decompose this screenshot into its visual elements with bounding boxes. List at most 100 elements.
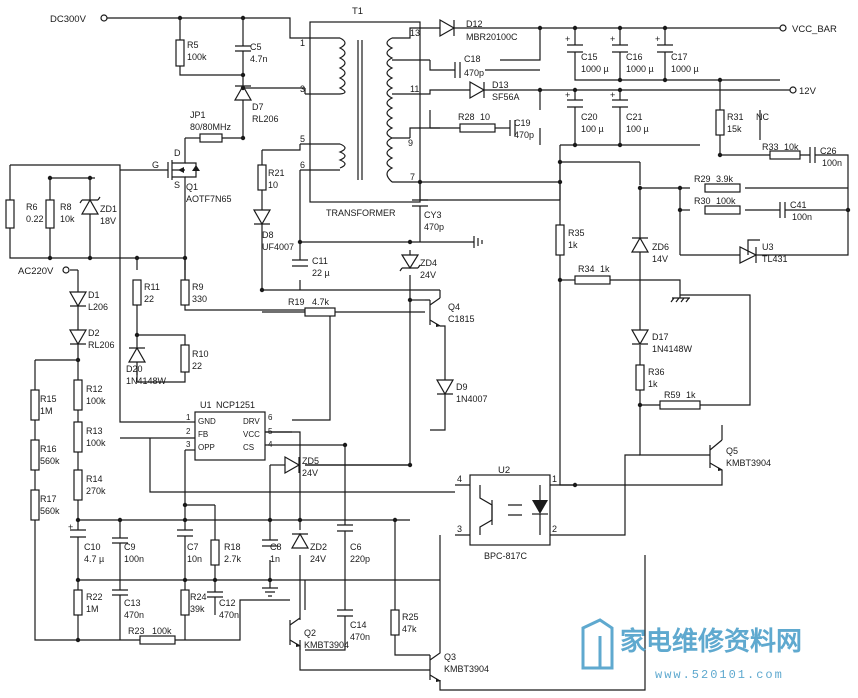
c26-body [809, 147, 830, 163]
r21-ref: R21 [268, 168, 285, 178]
c15-plus: + [565, 34, 570, 44]
u1-ref: U1 [200, 400, 212, 410]
r34-val: 1k [600, 264, 610, 274]
t1-pin-7: 7 [410, 172, 415, 182]
c6-body [337, 524, 353, 545]
r30-val: 100k [716, 196, 736, 206]
jp1-val: 80/80MHz [190, 122, 232, 132]
r35-body [555, 224, 565, 256]
r9-val: 330 [192, 294, 207, 304]
r16-val: 560k [40, 456, 60, 466]
c11-val: 22 µ [312, 268, 330, 278]
r35-ref: R35 [568, 228, 585, 238]
r30-ref: R30 [694, 196, 711, 206]
r5-val: 100k [187, 52, 207, 62]
u1-pin-vcc: VCC [243, 430, 260, 439]
c13-ref: C13 [124, 598, 141, 608]
u2-pin-2: 2 [552, 524, 557, 534]
c20-val: 100 µ [581, 124, 604, 134]
c26-ref: C26 [820, 146, 837, 156]
q4-val: C1815 [448, 314, 475, 324]
c17-body [657, 44, 673, 70]
r24-body [180, 589, 190, 616]
c13-val: 470n [124, 610, 144, 620]
d12-body [439, 18, 456, 38]
nc-label: NC [756, 112, 769, 122]
c13-body [112, 580, 128, 640]
r14-val: 270k [86, 486, 106, 496]
d13-val: SF56A [492, 92, 520, 102]
q1-mosfet: G D S Q1 AOTF7N65 [152, 148, 232, 204]
capacitors: C5 4.7n C11 22 µ CY3 470p C18 470p C19 4… [68, 34, 842, 642]
dc300v-terminal [100, 14, 108, 22]
r19-ref: R19 [288, 297, 305, 307]
t1-pin-1: 1 [300, 38, 305, 48]
r6-val: 0.22 [26, 214, 44, 224]
zd4-ref: ZD4 [420, 258, 437, 268]
r13-ref: R13 [86, 426, 103, 436]
r10-body [180, 344, 190, 373]
r33-body [769, 150, 801, 160]
zd5-body [284, 455, 301, 475]
r19-val: 4.7k [312, 297, 330, 307]
u1-pin-6-num: 6 [268, 413, 273, 422]
c11-ref: C11 [312, 256, 328, 266]
r11-val: 22 [144, 294, 154, 304]
r22-val: 1M [86, 604, 99, 614]
u1-pin-4-num: 4 [268, 440, 273, 449]
c15-body [567, 44, 583, 70]
ac220v-label: AC220V [18, 266, 54, 277]
ground-icon [670, 295, 690, 303]
cy3-val: 470p [424, 222, 444, 232]
ic-u1: U1 NCP1251 GND FB OPP DRV VCC CS 1 2 3 6… [185, 400, 273, 461]
r23-body [139, 635, 176, 645]
r29-val: 3.9k [716, 174, 734, 184]
c17-val: 1000 µ [671, 64, 699, 74]
r10-val: 22 [192, 361, 202, 371]
t1-pin-5: 5 [300, 134, 305, 144]
zd1-val: 18V [100, 216, 116, 226]
c10-plus: + [68, 522, 73, 532]
c9-ref: C9 [124, 542, 136, 552]
jp1-ref: JP1 [190, 110, 206, 120]
r31-body [715, 109, 725, 136]
zd6-val: 14V [652, 254, 668, 264]
u1-pin-5-num: 5 [268, 427, 273, 436]
q1-drain-label: D [174, 148, 181, 158]
d2-ref: D2 [88, 328, 100, 338]
v12-terminal [789, 86, 797, 94]
zd1-ref: ZD1 [100, 204, 117, 214]
q1-source-label: S [174, 180, 180, 190]
r29-ref: R29 [694, 174, 711, 184]
r23-val: 100k [152, 626, 172, 636]
c21-plus: + [610, 90, 615, 100]
c12-ref: C12 [219, 598, 236, 608]
c9-val: 100n [124, 554, 144, 564]
c7-val: 10n [187, 554, 202, 564]
r31-val: 15k [727, 124, 742, 134]
r8-ref: R8 [60, 202, 72, 212]
c18-ref: C18 [464, 54, 481, 64]
r17-val: 560k [40, 506, 60, 516]
c8-ref: C8 [270, 542, 282, 552]
cy3-ref: CY3 [424, 210, 442, 220]
c21-ref: C21 [626, 112, 643, 122]
c20-ref: C20 [581, 112, 598, 122]
r24-val: 39k [190, 604, 205, 614]
ground-icon [470, 236, 483, 248]
r30-body [704, 205, 741, 215]
c21-val: 100 µ [626, 124, 649, 134]
d2-body [68, 329, 88, 346]
r16-body [30, 439, 40, 471]
q5-val: KMBT3904 [726, 458, 771, 468]
c16-ref: C16 [626, 52, 643, 62]
d7-ref: D7 [252, 102, 264, 112]
r18-ref: R18 [224, 542, 241, 552]
watermark-logo-icon [581, 618, 614, 670]
c20-plus: + [565, 90, 570, 100]
grounds [262, 236, 690, 597]
c17-ref: C17 [671, 52, 688, 62]
d1-ref: D1 [88, 290, 100, 300]
u1-pin-fb: FB [198, 430, 208, 439]
